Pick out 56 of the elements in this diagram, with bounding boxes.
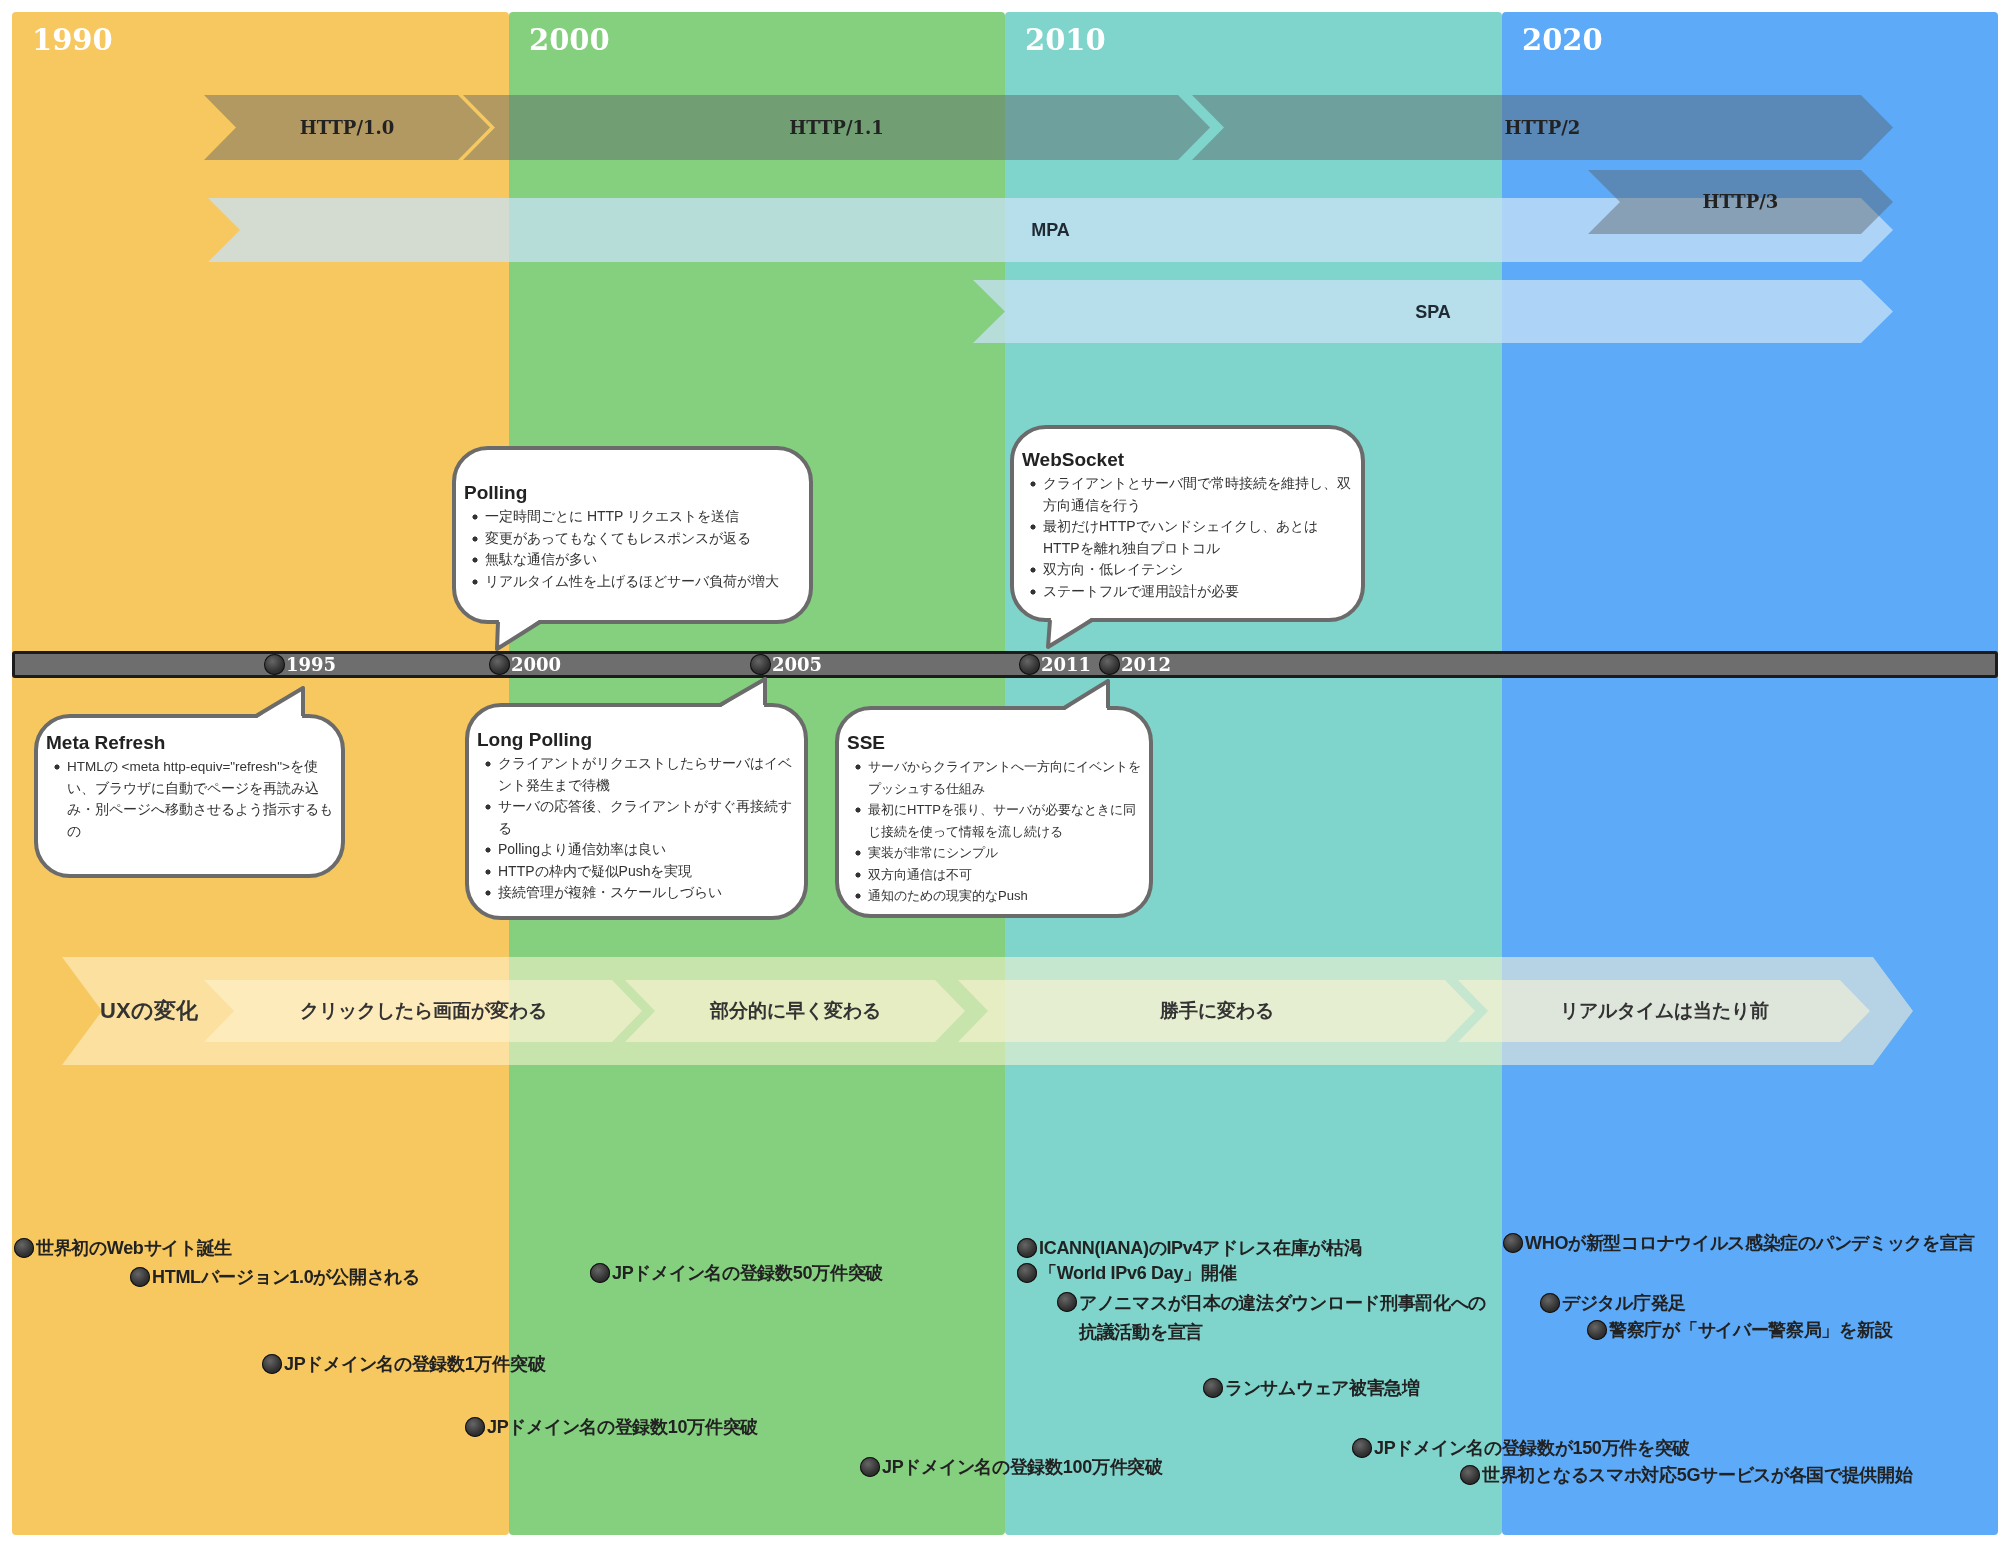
year-label: 1995 (286, 653, 337, 676)
chevron-band (973, 280, 1893, 343)
event-text: ICANN(IANA)のIPv4アドレス在庫が枯渇 (1039, 1237, 1362, 1260)
event-text: ランサムウェア被害急増 (1225, 1377, 1420, 1400)
band-label: クリックしたら画面が変わる (299, 999, 547, 1023)
year-label: 2020 (1522, 22, 1603, 58)
year-label: 2000 (529, 22, 610, 58)
speech-bubble (1010, 425, 1365, 649)
band-label: MPA (1031, 219, 1070, 242)
band-label: SPA (1415, 300, 1451, 324)
event-text: JPドメイン名の登録数1万件突破 (284, 1353, 546, 1376)
bullet-item: クライアントとサーバ間で常時接続を維持し、双方向通信を行う (1028, 473, 1353, 516)
year-label: 1990 (32, 22, 113, 58)
chevron-band (1458, 980, 1870, 1042)
event-text: JPドメイン名の登録数10万件突破 (487, 1416, 758, 1439)
band-label: リアルタイムは当たり前 (1559, 999, 1769, 1023)
event-text: JPドメイン名の登録数100万件突破 (882, 1456, 1163, 1479)
event-text: 世界初のWebサイト誕生 (36, 1237, 233, 1260)
event-text: 「World IPv6 Day」開催 (1039, 1262, 1237, 1285)
chevron-band (62, 957, 1913, 1065)
bubble-title: Long Polling (477, 728, 593, 752)
speech-bubble (34, 686, 345, 878)
event-text: 世界初となるスマホ対応5Gサービスが各国で提供開始 (1482, 1464, 1913, 1487)
year-label: 2000 (511, 653, 562, 676)
band-label: HTTP/2 (1504, 115, 1581, 140)
event-text: JPドメイン名の登録数50万件突破 (612, 1262, 883, 1285)
event-text: WHOが新型コロナウイルス感染症のパンデミックを宣言 (1525, 1232, 1976, 1255)
bubble-title: Polling (464, 481, 528, 505)
year-label: 2012 (1121, 653, 1172, 676)
band-label: 勝手に変わる (1159, 999, 1274, 1023)
event-text: デジタル庁発足 (1562, 1292, 1686, 1315)
speech-bubble (835, 679, 1153, 918)
chevron-band (625, 980, 965, 1042)
chevron-band (958, 980, 1475, 1042)
event-text: JPドメイン名の登録数が150万件を突破 (1374, 1437, 1691, 1460)
year-label: 2005 (772, 653, 823, 676)
year-label: 2010 (1025, 22, 1106, 58)
year-label: 2011 (1041, 653, 1092, 676)
bubble-title: Meta Refresh (46, 731, 166, 755)
speech-bubble (465, 677, 808, 920)
chevron-band (204, 980, 642, 1042)
event-text: 警察庁が「サイバー警察局」を新設 (1609, 1319, 1893, 1342)
band-label: HTTP/1.0 (299, 115, 395, 140)
band-label: HTTP/3 (1702, 190, 1779, 214)
chevron-band (1588, 170, 1893, 234)
bubble-title: SSE (847, 731, 886, 755)
band-label: HTTP/1.1 (789, 115, 884, 140)
timeline-bar (12, 651, 1998, 678)
speech-bubble (452, 446, 813, 651)
band-label: 部分的に早く変わる (709, 999, 881, 1023)
chevron-band (204, 95, 490, 160)
chevron-band (1192, 95, 1893, 160)
event-text: アノニマスが日本の違法ダウンロード刑事罰化への抗議活動を宣言 (1079, 1292, 1488, 1344)
event-text: HTMLバージョン1.0が公開される (152, 1266, 420, 1289)
bubble-title: WebSocket (1022, 448, 1125, 472)
row-label: UXの変化 (100, 997, 198, 1025)
